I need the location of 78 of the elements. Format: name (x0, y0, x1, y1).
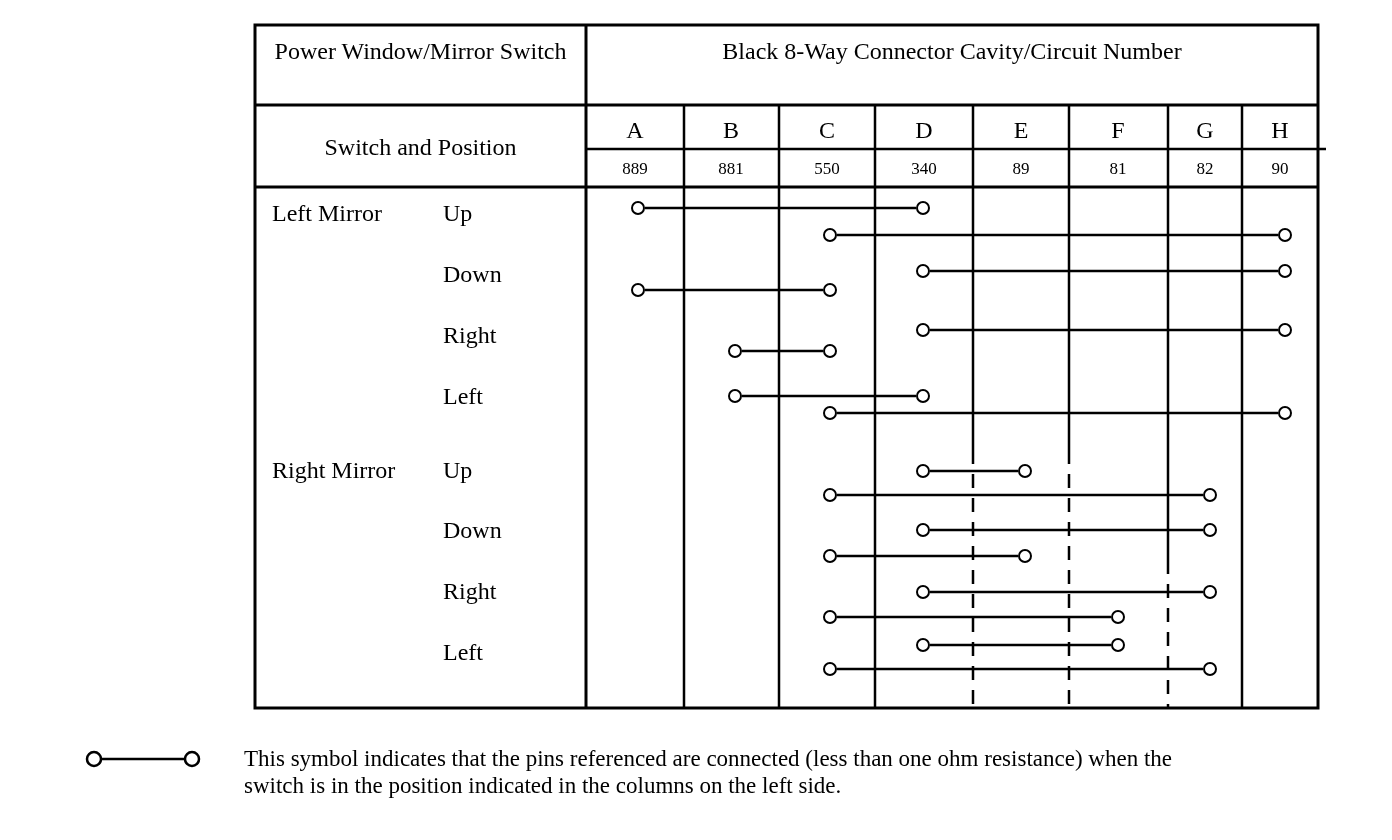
pin-circle (1203, 662, 1217, 676)
pin-circle (631, 201, 645, 215)
pin-circle (823, 344, 837, 358)
cavity-letter: G (1196, 116, 1214, 145)
switch-position: Down (443, 260, 502, 289)
legend-note: This symbol indicates that the pins referenced are connected (less than one ohm resistance) when the switch is in the position indicated in the columns on the left side. (244, 745, 1173, 799)
circuit-number: 89 (1012, 158, 1030, 180)
switch-position: Left (443, 382, 483, 411)
connection-line (837, 411, 1278, 415)
connection-line (645, 288, 823, 292)
connection-line (837, 554, 1018, 558)
pin-circle (1018, 464, 1032, 478)
pin-circle (1111, 610, 1125, 624)
pin-circle (916, 464, 930, 478)
pin-circle (823, 610, 837, 624)
pin-circle (1278, 264, 1292, 278)
connection-line (837, 615, 1111, 619)
column-header: Switch and Position (324, 133, 517, 162)
pin-circle (823, 406, 837, 420)
pin-circle (823, 662, 837, 676)
connection-line (837, 493, 1203, 497)
pin-circle (916, 638, 930, 652)
switch-position: Right (443, 577, 497, 606)
circuit-number: 340 (911, 158, 937, 180)
connection-line (930, 528, 1203, 532)
pin-circle (728, 344, 742, 358)
switch-position: Up (443, 456, 473, 485)
pin-circle (916, 201, 930, 215)
pin-circle (1203, 585, 1217, 599)
circuit-number: 90 (1271, 158, 1289, 180)
switch-name: Left Mirror (272, 199, 382, 228)
pin-circle (1278, 406, 1292, 420)
connection-line (742, 394, 916, 398)
circuit-number: 81 (1109, 158, 1127, 180)
pin-circle (631, 283, 645, 297)
cavity-letter: B (723, 116, 739, 145)
pin-circle (1203, 488, 1217, 502)
connection-line (930, 328, 1278, 332)
pin-circle (823, 488, 837, 502)
pin-circle (823, 283, 837, 297)
connection-line (930, 643, 1111, 647)
pin-circle (916, 264, 930, 278)
switch-position: Down (443, 516, 502, 545)
circuit-number: 881 (718, 158, 744, 180)
connection-line (837, 667, 1203, 671)
connection-line (930, 469, 1018, 473)
pin-circle (1111, 638, 1125, 652)
circuit-number: 550 (814, 158, 840, 180)
switch-position: Right (443, 321, 497, 350)
cavity-letter: F (1111, 116, 1125, 145)
cavity-letter: D (915, 116, 933, 145)
switch-position: Left (443, 638, 483, 667)
pin-circle (728, 389, 742, 403)
pin-circle (916, 585, 930, 599)
pin-circle (916, 323, 930, 337)
circuit-number: 889 (622, 158, 648, 180)
circuit-number: 82 (1196, 158, 1214, 180)
pin-circle (1203, 523, 1217, 537)
cavity-letter: H (1271, 116, 1289, 145)
connection-line (645, 206, 916, 210)
cavity-letter: A (626, 116, 644, 145)
connection-line (930, 590, 1203, 594)
switch-position: Up (443, 199, 473, 228)
pin-circle (823, 228, 837, 242)
column-header: Power Window/Mirror Switch (274, 37, 567, 66)
connection-line (837, 233, 1278, 237)
pin-circle (916, 523, 930, 537)
pin-circle (823, 549, 837, 563)
column-header: Black 8-Way Connector Cavity/Circuit Number (722, 37, 1182, 66)
pin-circle (916, 389, 930, 403)
connection-line (742, 349, 823, 353)
switch-name: Right Mirror (272, 456, 396, 485)
cavity-letter: C (819, 116, 835, 145)
connection-line (930, 269, 1278, 273)
pin-circle (1278, 228, 1292, 242)
cavity-letter: E (1013, 116, 1029, 145)
pin-circle (1018, 549, 1032, 563)
pin-circle (1278, 323, 1292, 337)
